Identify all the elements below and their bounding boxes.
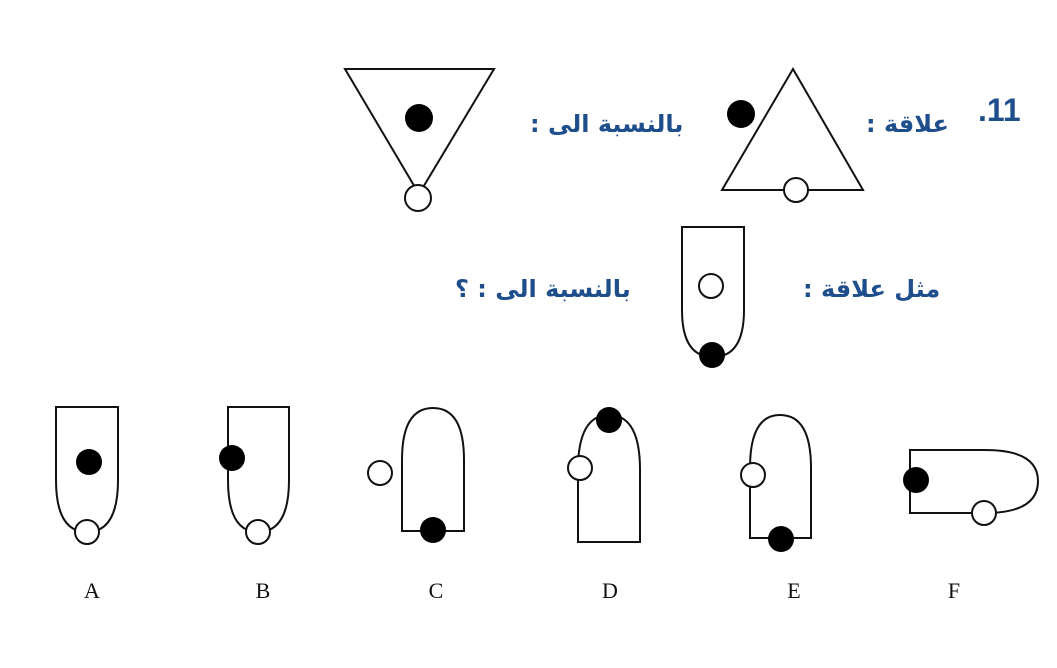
hollow-circle [404,184,432,212]
hollow-circle [698,273,724,299]
option-f-label[interactable]: F [947,578,961,603]
triangle-outline [343,68,496,196]
relative-to-label-1: بالنسبة الى : [530,110,684,138]
relation-label: علاقة : [866,110,949,138]
filled-dot [405,104,433,132]
option-c-label[interactable]: C [428,578,444,603]
option-d-figure[interactable] [567,407,641,543]
option-b-figure[interactable] [219,406,290,545]
option-d-label[interactable]: D [602,578,618,603]
option-e-label[interactable]: E [787,578,801,603]
option-c-figure[interactable] [367,406,465,543]
triangle-outline [720,67,865,191]
figure-upright-triangle [720,67,865,203]
option-a-label[interactable]: A [84,578,100,603]
figure-bullet-question [681,226,745,368]
filled-dot [699,342,725,368]
hollow-circle [783,177,809,203]
option-b-label[interactable]: B [255,578,271,603]
option-e-figure[interactable] [740,413,812,552]
option-f-figure[interactable] [903,449,1040,526]
option-a-figure[interactable] [55,406,119,545]
figure-inverted-triangle [343,68,496,212]
like-relation-label: مثل علاقة : [803,275,941,303]
filled-dot [727,100,755,128]
relative-to-label-2: بالنسبة الى : ؟ [455,275,631,303]
question-number: .11 [978,92,1021,128]
